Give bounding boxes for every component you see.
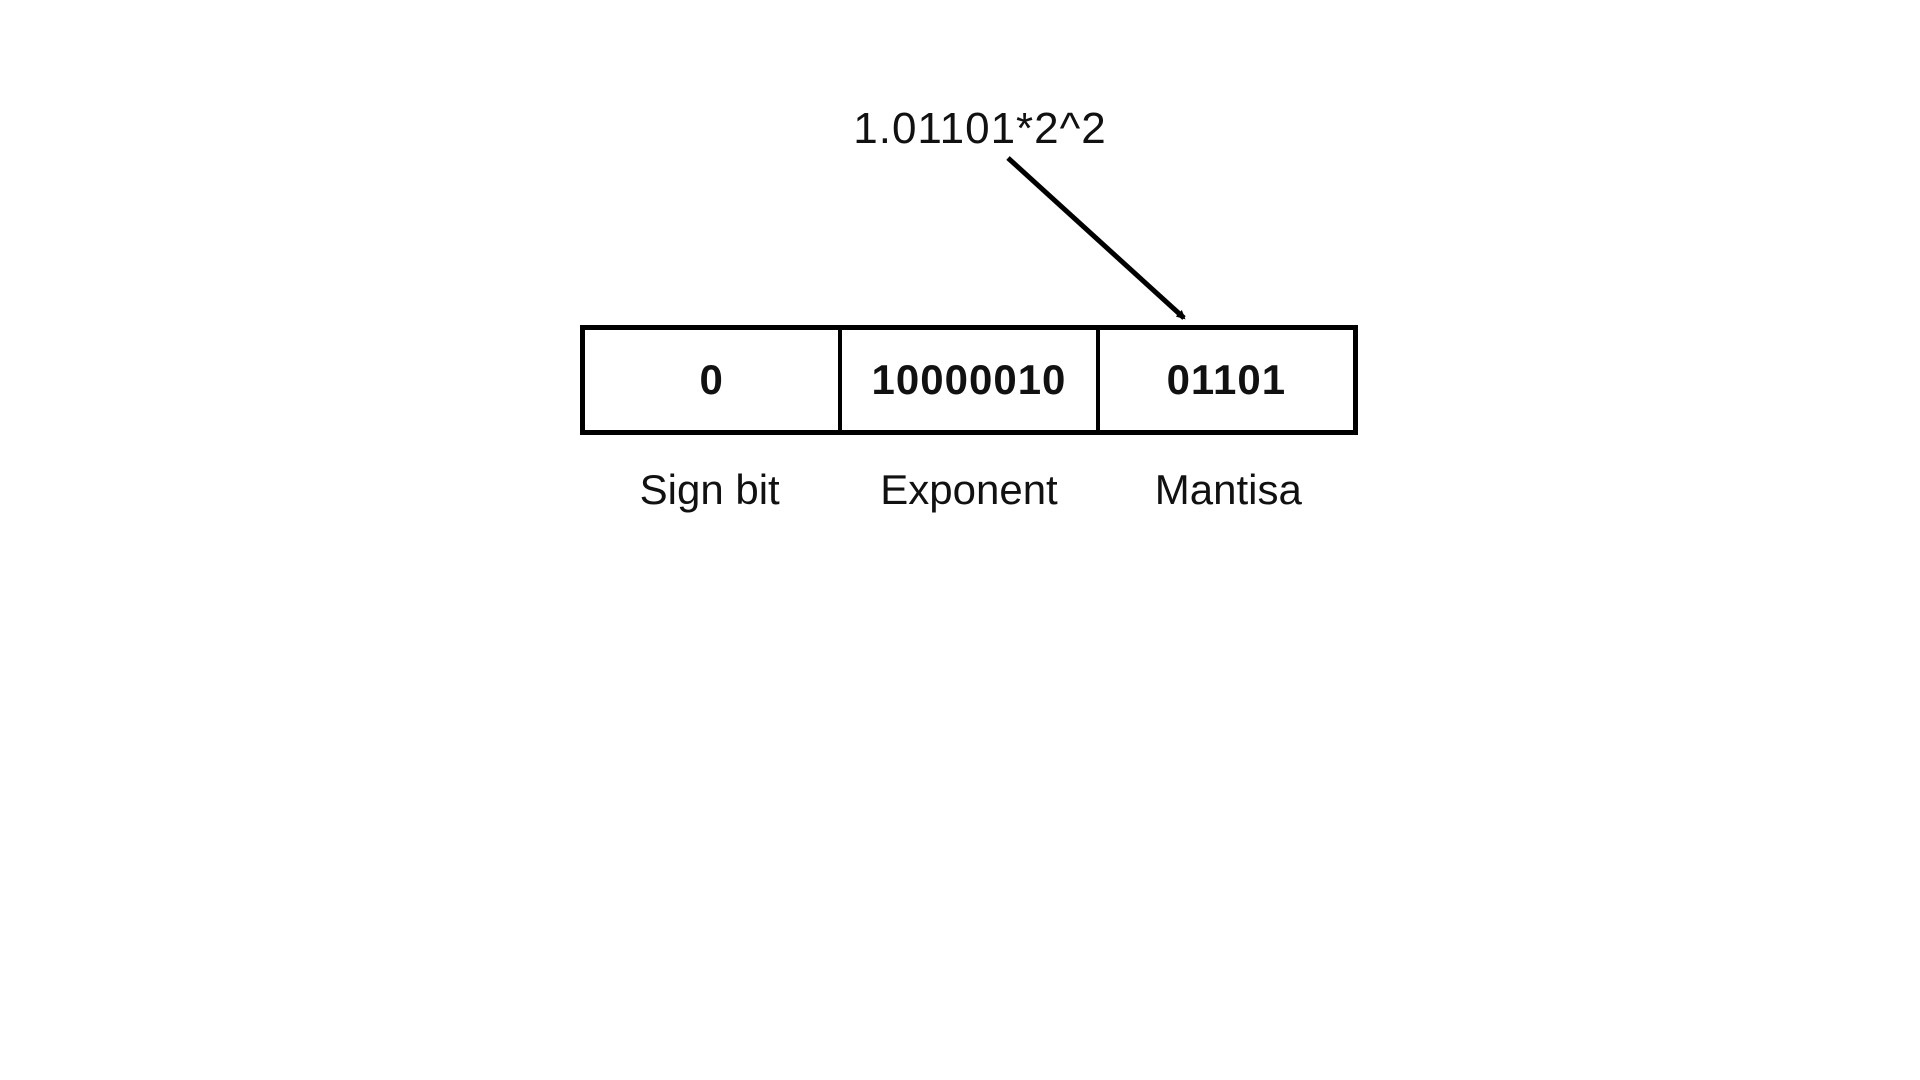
sign-bit-cell: 0 xyxy=(699,356,724,403)
mantissa-cell: 01101 xyxy=(1095,330,1353,430)
sign-bit-label: Sign bit xyxy=(639,466,780,513)
arrow-line xyxy=(1006,156,1186,320)
field-labels-row: Sign bit Exponent Mantisa xyxy=(580,466,1358,514)
exponent-label: Exponent xyxy=(880,466,1058,513)
float-register-box: 0 10000010 01101 xyxy=(580,325,1358,435)
exponent-cell: 10000010 xyxy=(838,330,1095,430)
normalized-binary-formula: 1.01101*2^2 xyxy=(853,104,1107,153)
mantissa-label: Mantisa xyxy=(1154,466,1302,513)
